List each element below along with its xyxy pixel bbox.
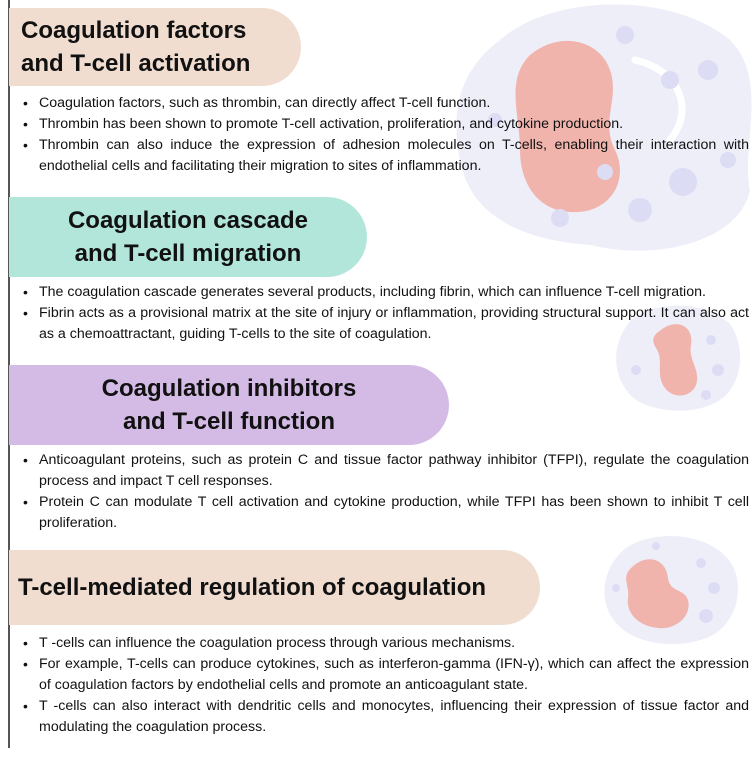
- immune-cell-illustration-medium: [604, 536, 739, 645]
- bullet-list: T -cells can influence the coagulation p…: [23, 633, 749, 738]
- list-item: T -cells can influence the coagulation p…: [23, 633, 749, 654]
- list-item: Protein C can modulate T cell activation…: [23, 492, 749, 534]
- list-item: For example, T-cells can produce cytokin…: [23, 654, 749, 696]
- section-heading-line-1: T-cell-mediated regulation of coagulatio…: [18, 574, 487, 601]
- left-border-line: [8, 0, 10, 748]
- list-item: Thrombin has been shown to promote T-cel…: [23, 114, 749, 135]
- section-heading-line-2: and T-cell activation: [21, 50, 251, 77]
- list-item: Anticoagulant proteins, such as protein …: [23, 450, 749, 492]
- section-heading-banner: Coagulation inhibitors and T-cell functi…: [9, 365, 449, 445]
- list-item: T -cells can also interact with dendriti…: [23, 696, 749, 738]
- list-item: Coagulation factors, such as thrombin, c…: [23, 93, 749, 114]
- section-coagulation-factors: Coagulation factors and T-cell activatio…: [9, 8, 749, 188]
- section-heading-line-1: Coagulation factors: [21, 17, 247, 44]
- bullet-list: Coagulation factors, such as thrombin, c…: [23, 93, 749, 177]
- bullet-list: The coagulation cascade generates severa…: [23, 282, 749, 345]
- list-item: Thrombin can also induce the expression …: [23, 135, 749, 177]
- list-item: Fibrin acts as a provisional matrix at t…: [23, 303, 749, 345]
- bullet-list: Anticoagulant proteins, such as protein …: [23, 450, 749, 534]
- section-coagulation-cascade: Coagulation cascade and T-cell migration…: [9, 197, 749, 357]
- section-heading-banner: Coagulation cascade and T-cell migration: [9, 197, 367, 277]
- section-heading-banner: T-cell-mediated regulation of coagulatio…: [9, 550, 540, 625]
- list-item: The coagulation cascade generates severa…: [23, 282, 749, 303]
- section-heading-line-2: and T-cell function: [122, 408, 335, 435]
- section-heading-line-2: and T-cell migration: [74, 240, 302, 267]
- section-heading-line-1: Coagulation inhibitors: [101, 375, 357, 402]
- section-heading-line-1: Coagulation cascade: [67, 207, 309, 234]
- section-t-cell-mediated-regulation: T-cell-mediated regulation of coagulatio…: [9, 550, 749, 755]
- section-coagulation-inhibitors: Coagulation inhibitors and T-cell functi…: [9, 365, 749, 545]
- section-heading-banner: Coagulation factors and T-cell activatio…: [9, 8, 301, 86]
